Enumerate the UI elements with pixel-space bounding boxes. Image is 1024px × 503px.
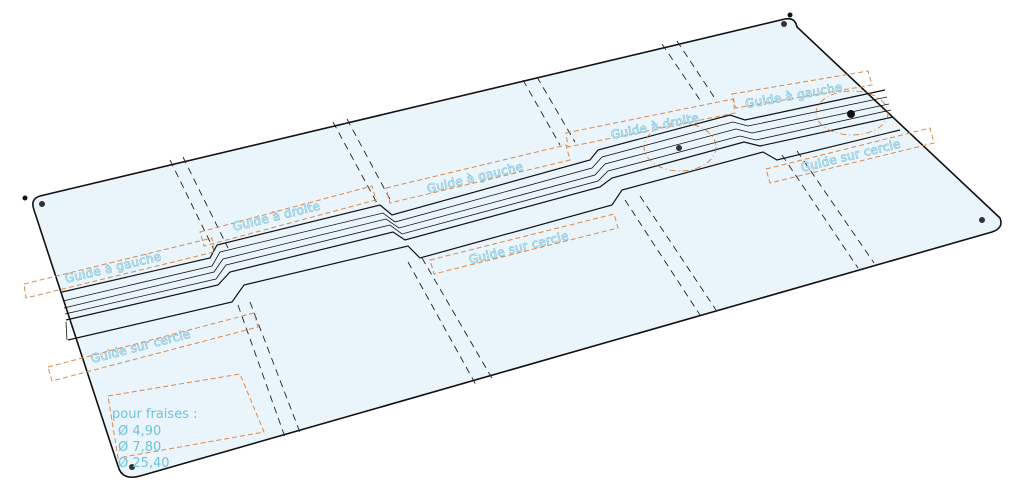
- template-plate: [32, 17, 1002, 479]
- label-boxes: [23, 70, 935, 459]
- corner-pin-tr: [787, 12, 793, 18]
- circle-guide-2: [815, 90, 889, 136]
- fold-lines: [169, 40, 875, 441]
- central-groove: [61, 89, 901, 341]
- corner-hole-tr: [781, 21, 787, 27]
- corner-hole-br: [979, 217, 985, 223]
- fraises-note-box: [107, 373, 265, 459]
- note-diameter-3: Ø 25,40: [118, 456, 170, 471]
- corner-hole-tl: [39, 201, 45, 207]
- corner-pin-tl: [22, 195, 28, 201]
- fraises-note: pour fraises : Ø 4,90 Ø 7,80 Ø 25,40: [112, 407, 197, 471]
- circle-center-1: [676, 145, 682, 151]
- circle-guide-1: [643, 122, 717, 172]
- circle-center-2: [847, 110, 855, 118]
- corner-hole-bl: [129, 464, 135, 470]
- note-title: pour fraises :: [112, 407, 197, 422]
- note-diameter-1: Ø 4,90: [118, 424, 161, 439]
- note-diameter-2: Ø 7,80: [118, 440, 161, 455]
